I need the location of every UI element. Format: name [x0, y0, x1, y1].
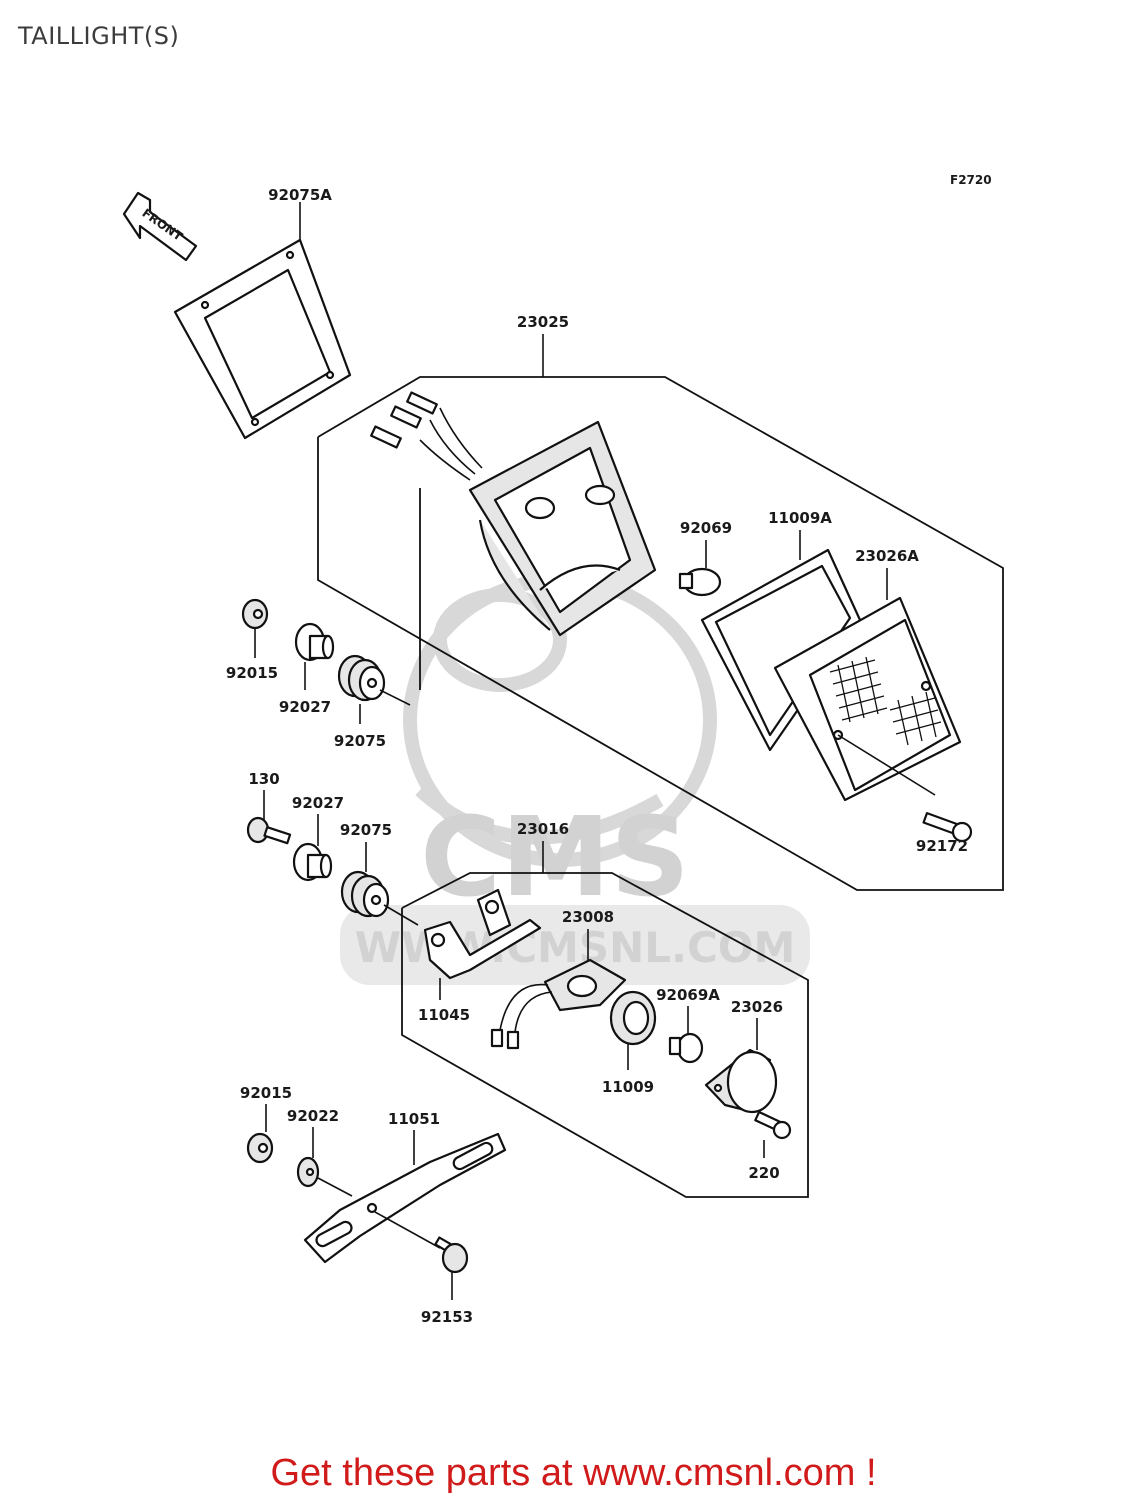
label-92027-top: 92027 [279, 698, 331, 716]
label-92015-top: 92015 [226, 664, 278, 682]
label-23016: 23016 [517, 820, 569, 838]
label-92075a: 92075A [268, 186, 332, 204]
label-92153: 92153 [421, 1308, 473, 1326]
bracket-11051 [303, 1132, 507, 1264]
label-23026: 23026 [731, 998, 783, 1016]
collar-92027-top [294, 622, 335, 662]
label-92075-mid: 92075 [340, 821, 392, 839]
label-220: 220 [748, 1164, 779, 1182]
watermark-brand: CMS [420, 793, 689, 921]
cta-link[interactable]: Get these parts at www.cmsnl.com ! [270, 1452, 877, 1494]
label-23008: 23008 [562, 908, 614, 926]
ring-11009 [609, 990, 657, 1046]
watermark-url: WWW.CMSNL.COM [355, 923, 796, 972]
screw-92172 [922, 812, 973, 843]
assembly-frame-23016 [401, 872, 809, 1198]
label-92015-bot: 92015 [240, 1084, 292, 1102]
bulb-92069a [668, 1032, 704, 1064]
label-11009a: 11009A [768, 509, 832, 527]
nut-92015-bot [246, 1132, 274, 1164]
lens-23026a [773, 596, 962, 802]
label-23026a: 23026A [855, 547, 919, 565]
label-92027-mid: 92027 [292, 794, 344, 812]
washer-92022 [296, 1156, 320, 1188]
gasket-92075a [173, 238, 352, 440]
page-title: TAILLIGHT(S) [18, 22, 180, 50]
grommet-92075-top [337, 654, 386, 702]
label-23025: 23025 [517, 313, 569, 331]
screw-220 [754, 1110, 792, 1140]
grommet-92075-mid [340, 870, 390, 918]
socket-23008 [490, 958, 627, 1050]
label-92075-top: 92075 [334, 732, 386, 750]
parts-diagram: CMS WWW.CMSNL.COM FRONT F2720 92075A 230… [122, 173, 1004, 1326]
bracket-11045 [423, 888, 542, 980]
figure-code: F2720 [950, 173, 992, 187]
taillight-housing [370, 391, 657, 637]
assembly-frame-23025 [317, 376, 1004, 891]
nut-92015-top [241, 598, 269, 630]
bulb-92069 [678, 567, 722, 597]
watermark: CMS WWW.CMSNL.COM [340, 573, 810, 985]
label-130: 130 [248, 770, 279, 788]
label-92172: 92172 [916, 837, 968, 855]
label-92069: 92069 [680, 519, 732, 537]
lens-23026 [704, 1048, 778, 1114]
label-92022: 92022 [287, 1107, 339, 1125]
bolt-92153 [434, 1236, 469, 1274]
label-11051: 11051 [388, 1110, 440, 1128]
gasket-11009a [700, 548, 862, 752]
label-92069a: 92069A [656, 986, 720, 1004]
front-arrow-icon: FRONT [122, 191, 198, 262]
label-11009: 11009 [602, 1078, 654, 1096]
label-11045: 11045 [418, 1006, 470, 1024]
bolt-130 [246, 816, 292, 845]
collar-92027-mid [292, 842, 333, 882]
